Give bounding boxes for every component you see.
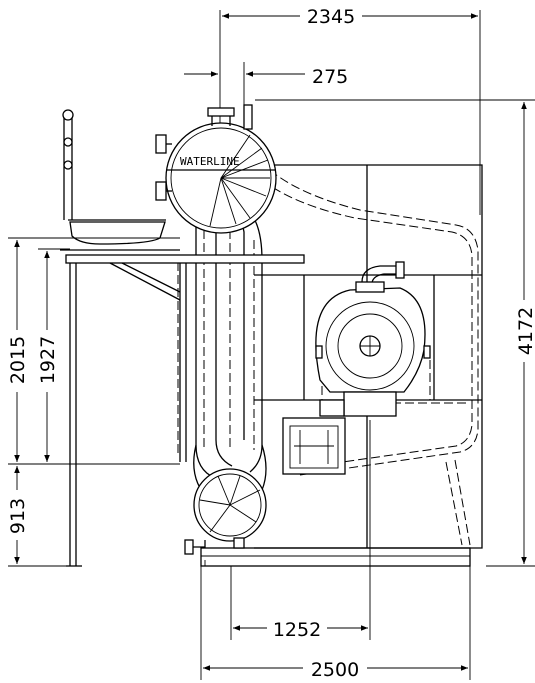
platform-support <box>60 109 305 567</box>
burner-assembly <box>315 261 431 417</box>
dim-2500-label: 2500 <box>311 659 359 681</box>
dim-2015-label: 2015 <box>7 336 29 384</box>
dim-913-label: 913 <box>7 498 29 534</box>
waterline-label: WATERLINE <box>180 155 240 168</box>
riser-pipes <box>193 211 267 491</box>
tube-wall <box>177 255 187 462</box>
mud-drum <box>184 468 267 555</box>
dim-1927-label: 1927 <box>37 336 59 384</box>
steam-drum: WATERLINE <box>155 104 277 234</box>
dimension-lines <box>8 10 535 680</box>
dim-2345-label: 2345 <box>307 6 355 28</box>
access-door <box>282 417 346 475</box>
dim-275-label: 275 <box>312 66 348 88</box>
dim-1252-label: 1252 <box>273 619 321 641</box>
dimension-labels: 2345 275 4172 2015 1927 913 1252 2500 <box>5 5 535 681</box>
dim-4172-label: 4172 <box>515 307 535 355</box>
